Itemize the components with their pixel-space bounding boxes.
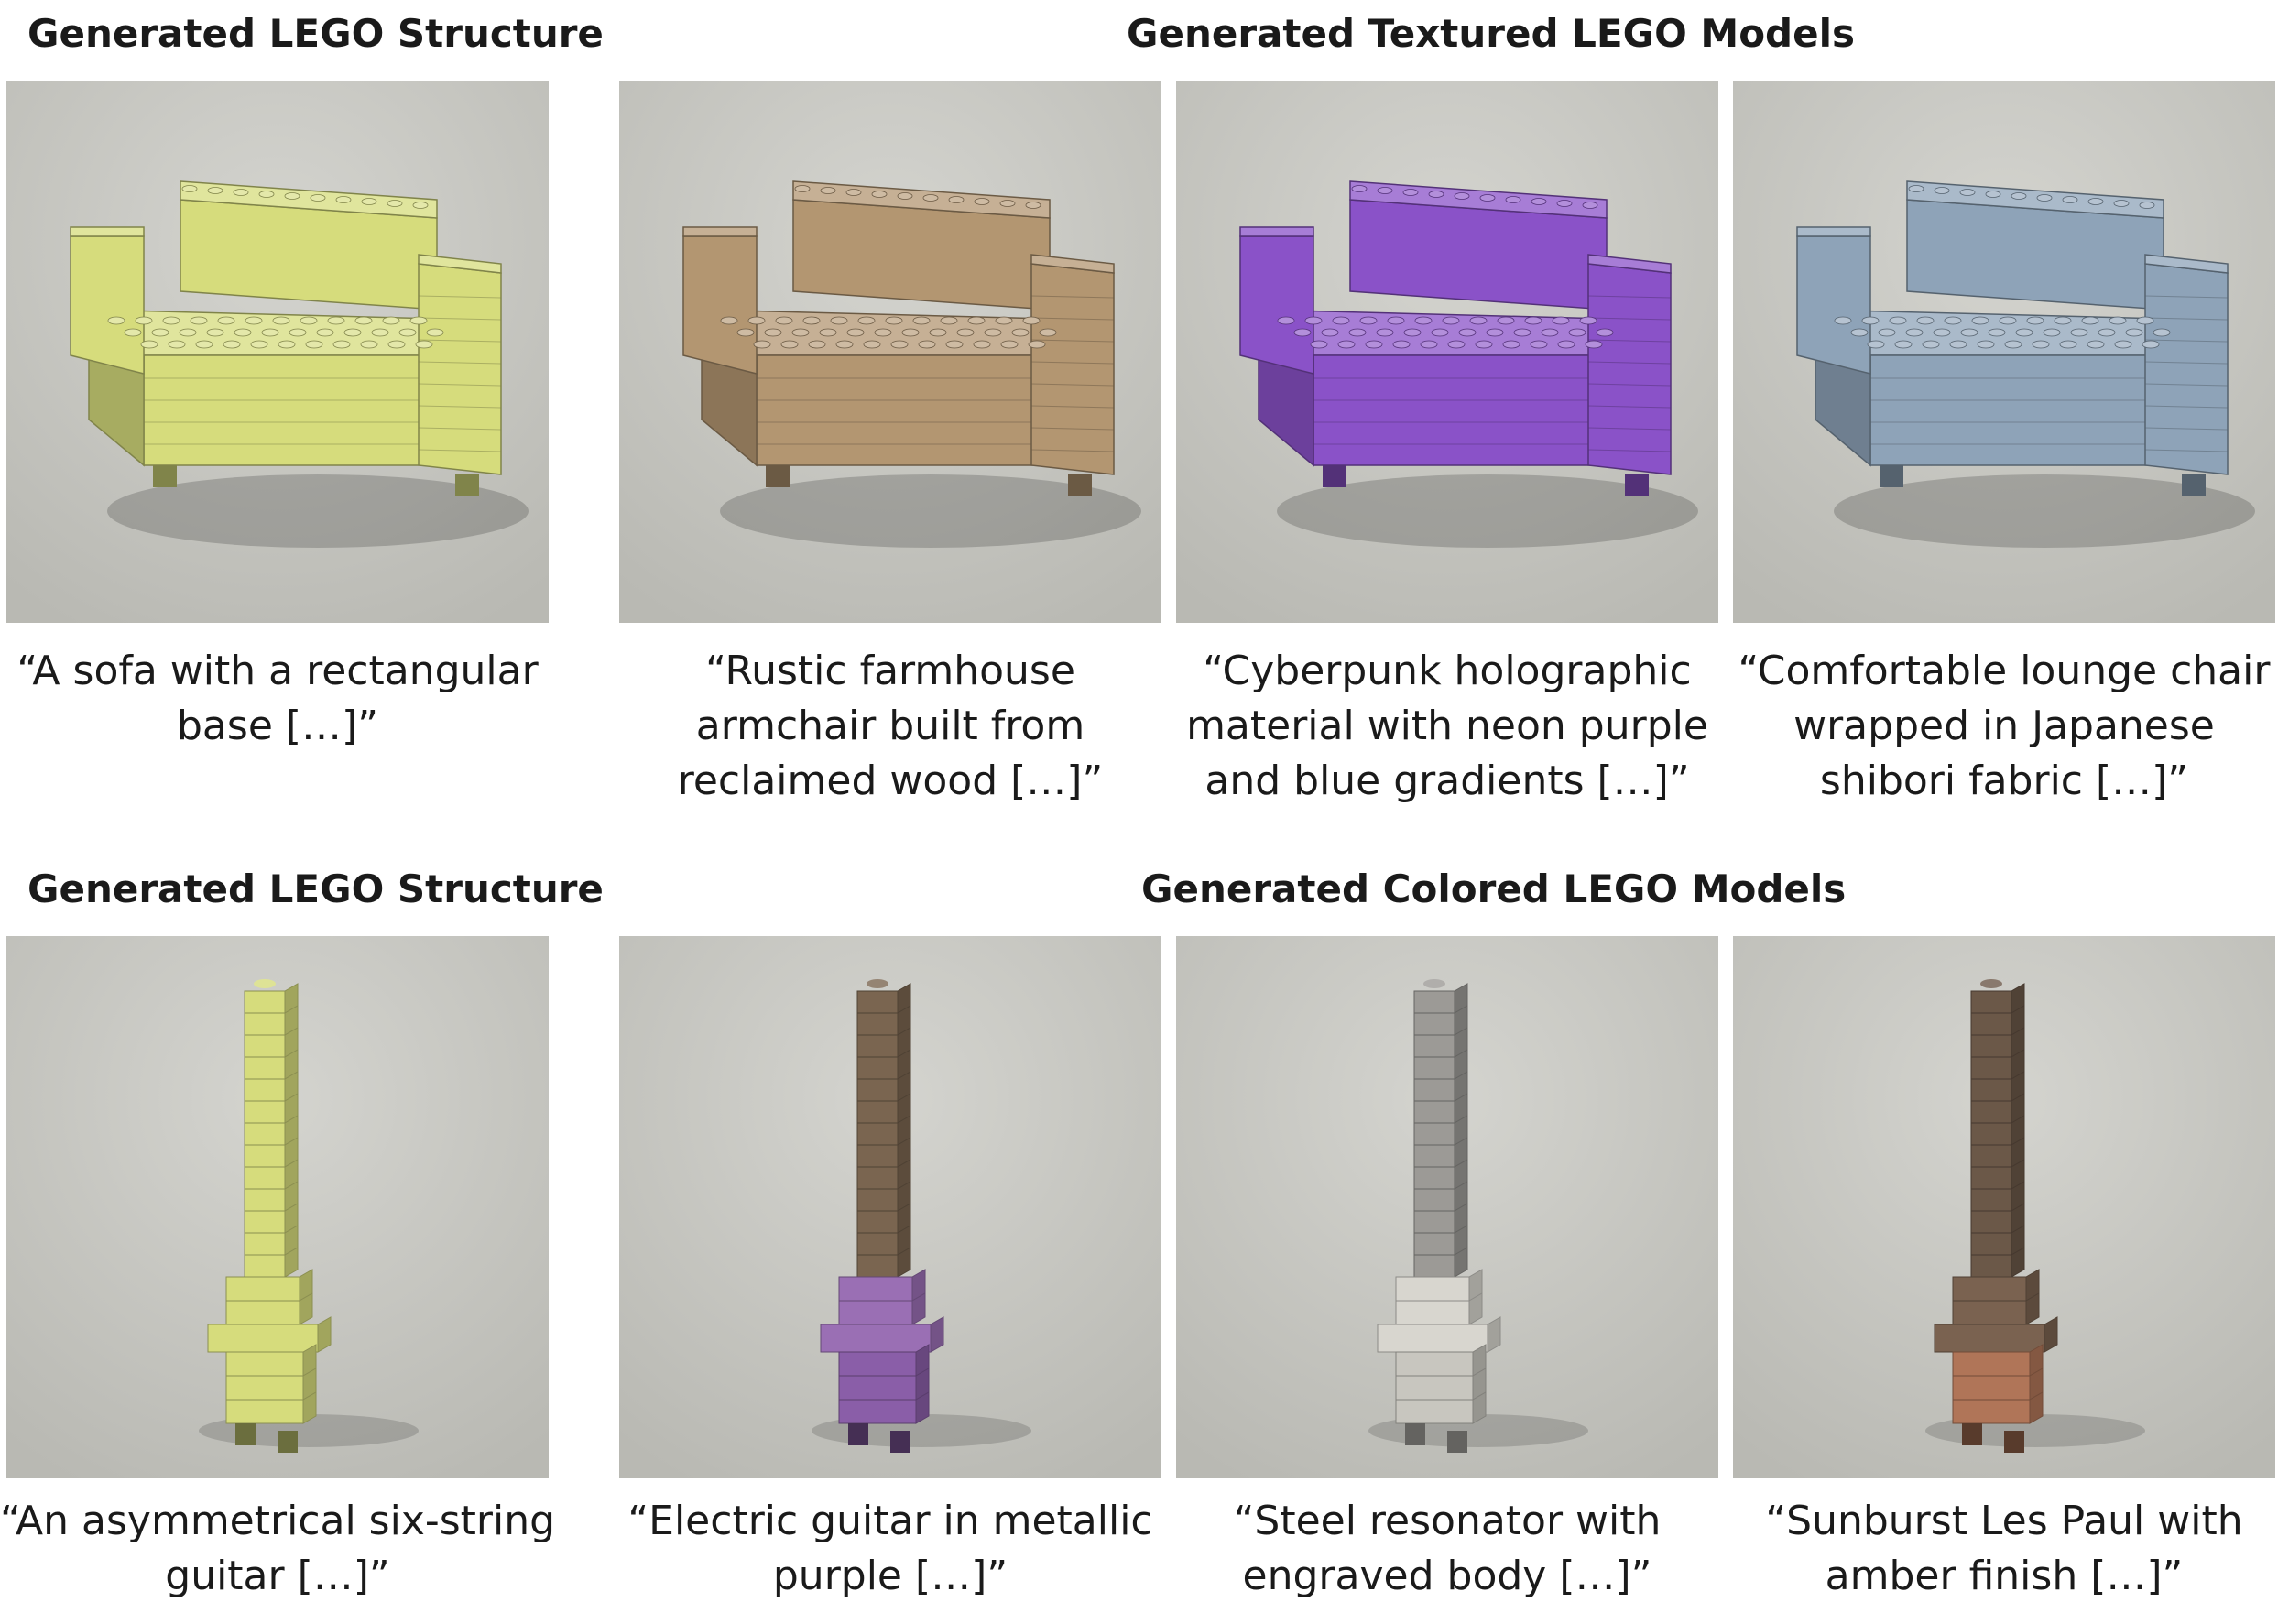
- row1-caption-2: “Rustic farmhouse armchair built from re…: [611, 644, 1170, 809]
- caption-line: wrapped in Japanese: [1793, 703, 2215, 749]
- caption-line: guitar […]”: [165, 1553, 390, 1599]
- caption-line: and blue gradients […]”: [1204, 758, 1690, 804]
- row1-panel-1: [6, 81, 549, 623]
- row1-caption-4: “Comfortable lounge chair wrapped in Jap…: [1725, 644, 2278, 809]
- caption-line: base […]”: [177, 703, 378, 749]
- caption-line: “Cyberpunk holographic: [1203, 648, 1692, 694]
- caption-line: “Comfortable lounge chair: [1738, 648, 2271, 694]
- row2-caption-4: “Sunburst Les Paul with amber finish […]…: [1725, 1494, 2278, 1604]
- caption-line: “Rustic farmhouse: [705, 648, 1075, 694]
- row1-panel-4: [1733, 81, 2275, 623]
- row2-caption-3: “Steel resonator with engraved body […]”: [1168, 1494, 1727, 1604]
- caption-line: reclaimed wood […]”: [677, 758, 1104, 804]
- row1-caption-3: “Cyberpunk holographic material with neo…: [1168, 644, 1727, 809]
- row1-structure-header: Generated LEGO Structure: [27, 11, 604, 56]
- caption-line: “A sofa with a rectangular: [16, 648, 539, 694]
- row2-panel-3-render: [1176, 936, 1718, 1478]
- caption-line: engraved body […]”: [1242, 1553, 1652, 1599]
- row2-caption-1: “An asymmetrical six-string guitar […]”: [0, 1494, 557, 1604]
- caption-line: material with neon purple: [1186, 703, 1708, 749]
- row2-structure-header: Generated LEGO Structure: [27, 866, 604, 911]
- caption-line: “Sunburst Les Paul with: [1765, 1498, 2243, 1544]
- row1-panel-2: [619, 81, 1161, 623]
- caption-line: amber finish […]”: [1825, 1553, 2184, 1599]
- caption-line: purple […]”: [772, 1553, 1008, 1599]
- row1-models-header: Generated Textured LEGO Models: [1127, 11, 1856, 56]
- row1-panel-2-render: [619, 81, 1161, 623]
- row1-panel-1-render: [6, 81, 549, 623]
- row2-panel-4-render: [1733, 936, 2275, 1478]
- row2-panel-2-render: [619, 936, 1161, 1478]
- caption-line: shibori fabric […]”: [1819, 758, 2189, 804]
- row2-panel-3: [1176, 936, 1718, 1478]
- row2-models-header: Generated Colored LEGO Models: [1141, 866, 1847, 911]
- row2-panel-4: [1733, 936, 2275, 1478]
- row1-panel-3-render: [1176, 81, 1718, 623]
- caption-line: “Steel resonator with: [1233, 1498, 1662, 1544]
- caption-line: “An asymmetrical six-string: [0, 1498, 556, 1544]
- row2-panel-1-render: [6, 936, 549, 1478]
- row2-panel-2: [619, 936, 1161, 1478]
- caption-line: armchair built from: [695, 703, 1085, 749]
- row2-caption-2: “Electric guitar in metallic purple […]”: [611, 1494, 1170, 1604]
- row1-panel-3: [1176, 81, 1718, 623]
- row2-panel-1: [6, 936, 549, 1478]
- row1-caption-1: “A sofa with a rectangular base […]”: [0, 644, 557, 754]
- row1-panel-4-render: [1733, 81, 2275, 623]
- caption-line: “Electric guitar in metallic: [627, 1498, 1153, 1544]
